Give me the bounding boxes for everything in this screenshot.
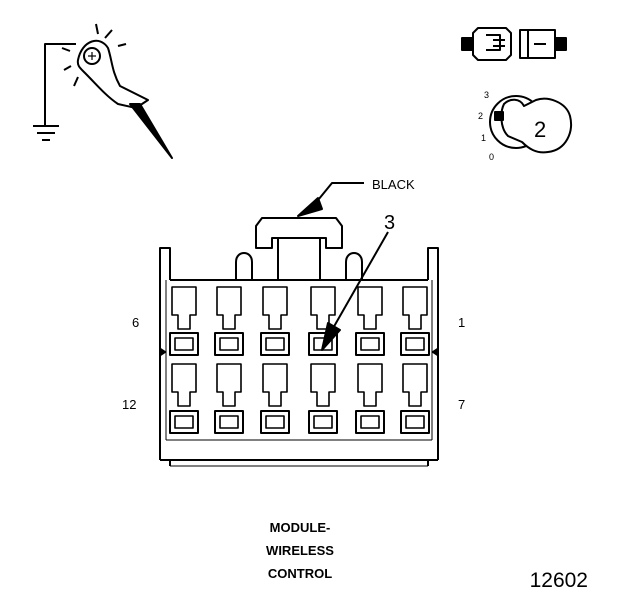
caption-line-2: WIRELESS (266, 543, 334, 558)
ignition-position-0: 0 (489, 152, 494, 162)
terminal-cavity-10 (260, 363, 290, 434)
pin-label-12: 12 (122, 397, 136, 412)
ignition-position-3: 3 (484, 90, 489, 100)
terminal-cavity-11 (214, 363, 244, 434)
pin-label-6: 6 (132, 315, 139, 330)
terminal-cavity-12 (169, 363, 199, 434)
caption-line-3: CONTROL (268, 566, 332, 581)
pin-callout-number: 3 (384, 212, 395, 234)
terminal-cavity-4 (260, 286, 290, 356)
ignition-selected-position: 2 (534, 117, 546, 142)
test-light-probe-icon (33, 23, 173, 159)
ignition-key-icon: 3 2 1 0 2 (478, 90, 572, 162)
connector-body (159, 217, 439, 467)
terminal-cavity-5 (214, 286, 244, 356)
figure-number: 12602 (530, 569, 588, 592)
ignition-position-2: 2 (478, 111, 483, 121)
ground-symbol-icon (33, 125, 59, 141)
ignition-position-1: 1 (481, 133, 486, 143)
terminal-cavity-6 (169, 286, 199, 356)
caption-line-1: MODULE- (270, 520, 331, 535)
pin-label-1: 1 (458, 315, 465, 330)
terminal-cavity-9 (308, 363, 338, 434)
terminal-cavities (169, 286, 430, 434)
connector-color-label: BLACK (372, 177, 415, 192)
terminal-cavity-2 (355, 286, 385, 356)
pin-label-7: 7 (458, 397, 465, 412)
color-callout: BLACK (297, 177, 415, 217)
pin-callout: 3 (321, 212, 395, 351)
terminal-cavity-8 (355, 363, 385, 434)
terminal-cavity-7 (400, 363, 430, 434)
connector-disconnected-icon (461, 27, 567, 61)
terminal-cavity-1 (400, 286, 430, 356)
